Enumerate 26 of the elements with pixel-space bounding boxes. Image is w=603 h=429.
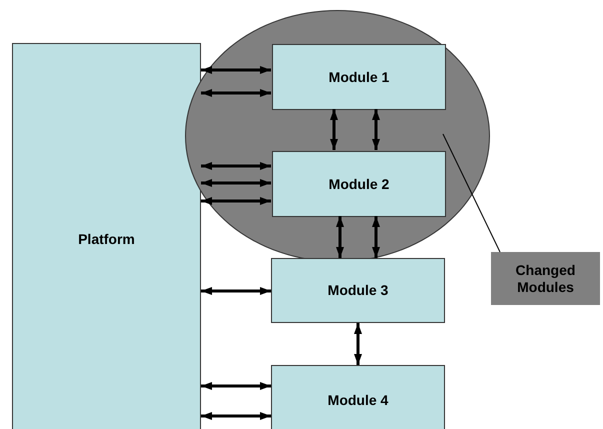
arrow <box>201 412 271 420</box>
arrow <box>354 323 362 365</box>
arrow <box>201 197 271 205</box>
node-label: Module 2 <box>328 176 390 192</box>
node-label: Module 3 <box>326 282 390 299</box>
arrow <box>201 382 271 390</box>
module-box <box>271 365 445 429</box>
arrow <box>330 109 338 150</box>
platform-box <box>12 43 201 429</box>
module-box <box>272 44 446 110</box>
node-label: Platform <box>77 230 136 248</box>
arrow <box>372 109 380 150</box>
arrow <box>372 216 380 258</box>
callout-box <box>491 252 600 305</box>
arrow <box>336 216 344 258</box>
node-label: Changed Modules <box>514 262 576 296</box>
node-label: Module 4 <box>326 392 390 408</box>
arrow <box>201 66 271 74</box>
arrow <box>201 287 271 295</box>
arrow <box>201 89 271 97</box>
arrow <box>201 179 271 187</box>
module-box <box>271 258 445 323</box>
module-box <box>272 151 446 217</box>
arrow <box>201 162 271 170</box>
node-label: Module 1 <box>328 68 390 86</box>
leader-line <box>442 134 500 252</box>
